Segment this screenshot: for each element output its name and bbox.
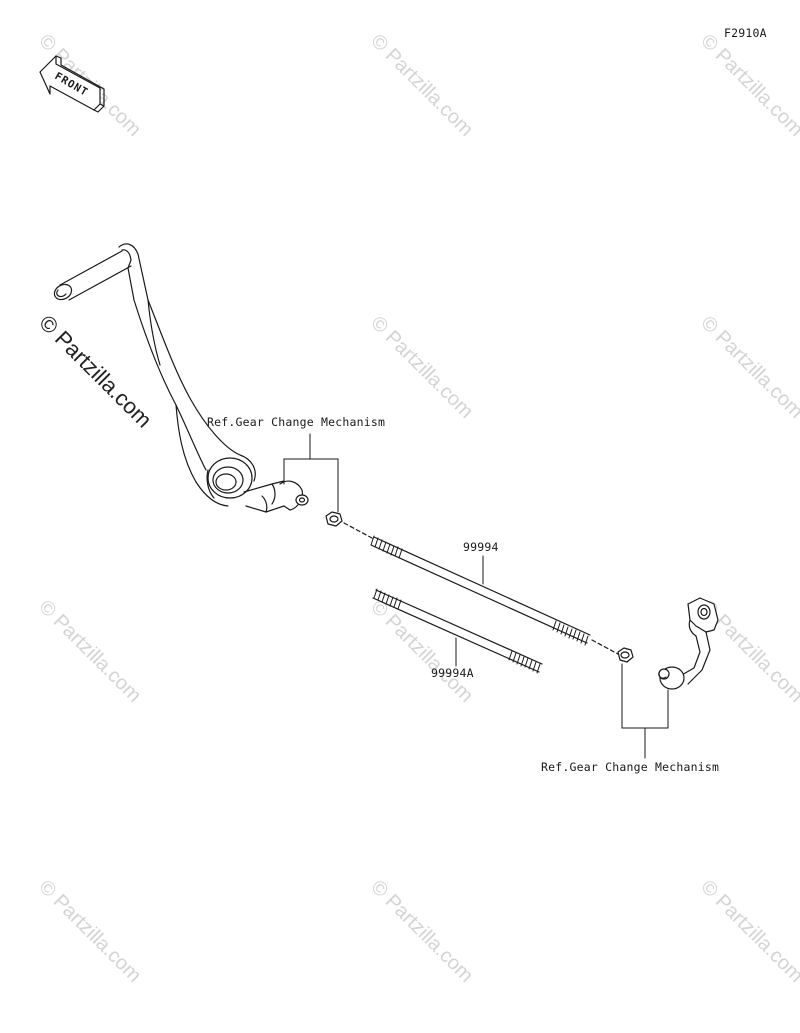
ref-gear-change-label-bottom: Ref.Gear Change Mechanism — [541, 760, 720, 774]
nut-shaft-side — [617, 647, 634, 663]
tie-rod-99994a — [372, 588, 543, 674]
ref-gear-change-label-top: Ref.Gear Change Mechanism — [207, 415, 386, 429]
leader-lines — [283, 433, 669, 759]
tie-rod-99994 — [370, 535, 591, 646]
shift-shaft-arm — [658, 597, 719, 690]
part-number-99994: 99994 — [463, 540, 499, 554]
figure-code: F2910A — [724, 26, 767, 40]
nut-pedal-side — [325, 511, 343, 527]
shift-pedal — [53, 243, 309, 513]
front-arrow-icon — [39, 55, 105, 113]
part-number-99994a: 99994A — [431, 666, 474, 680]
